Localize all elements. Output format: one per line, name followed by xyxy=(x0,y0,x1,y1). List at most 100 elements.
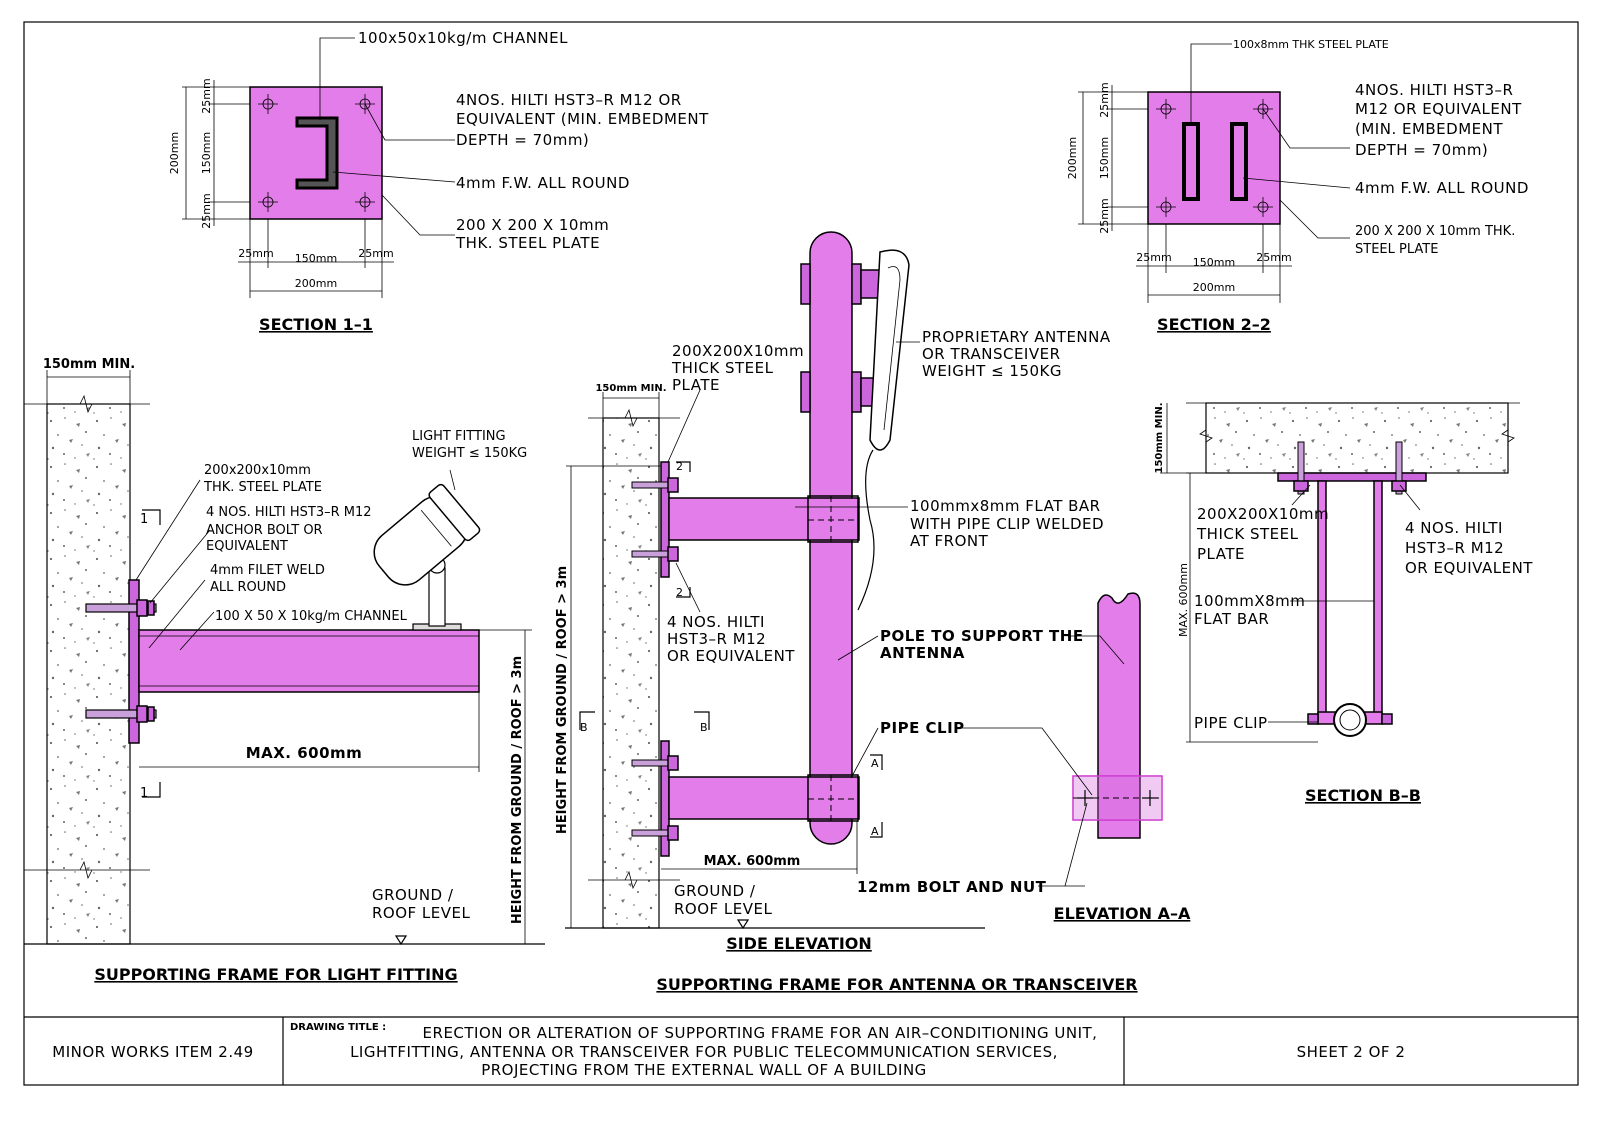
bb-flatbar-line1: 100mmX8mm xyxy=(1194,592,1305,610)
ant-pole-line1: POLE TO SUPPORT THE xyxy=(880,627,1084,645)
s22-plate-line2: STEEL PLATE xyxy=(1355,242,1438,257)
s22-dim-150-v: 150mm xyxy=(1098,137,1111,179)
ant-mark-a-bottom: A xyxy=(871,825,879,838)
s22-dim-150-h: 150mm xyxy=(1193,256,1235,269)
ant-antenna-line2: OR TRANSCEIVER xyxy=(922,345,1061,363)
bb-clip-label: PIPE CLIP xyxy=(1194,714,1268,732)
section-1-1: 200mm 25mm 150mm 25mm 25mm 150mm 25mm 20… xyxy=(168,29,709,334)
base-plate-2 xyxy=(1147,91,1281,225)
bb-plate-line1: 200X200X10mm xyxy=(1197,505,1329,523)
ant-plate-line3: PLATE xyxy=(672,376,720,394)
tb-sheet: SHEET 2 OF 2 xyxy=(1297,1043,1406,1061)
ant-plate-line1: 200X200X10mm xyxy=(672,342,804,360)
lf-channel-label: 100 X 50 X 10kg/m CHANNEL xyxy=(215,609,408,624)
s22-dim-25-right: 25mm xyxy=(1256,251,1291,264)
s22-dim-25-bot: 25mm xyxy=(1098,198,1111,233)
antenna-side-elevation: 150mm MIN. xyxy=(555,231,1138,994)
lf-weld-line1: 4mm FILET WELD xyxy=(210,563,325,578)
light-fitting xyxy=(373,483,481,631)
s22-bolts-line2: M12 OR EQUIVALENT xyxy=(1355,100,1522,118)
lf-plate-line1: 200x200x10mm xyxy=(204,463,311,478)
elevation-a-a: ELEVATION A–A xyxy=(960,592,1191,923)
bb-flatbar-line2: FLAT BAR xyxy=(1194,610,1269,628)
section-2-2-title: SECTION 2–2 xyxy=(1157,315,1271,334)
s22-dim-25-top: 25mm xyxy=(1098,82,1111,117)
bb-bolts-line3: OR EQUIVALENT xyxy=(1405,559,1533,577)
ant-bolt-nut-label: 12mm BOLT AND NUT xyxy=(857,878,1047,896)
ant-mark-b-left: B xyxy=(580,721,588,734)
dim-150-h: 150mm xyxy=(295,252,337,265)
tb-title-line1: ERECTION OR ALTERATION OF SUPPORTING FRA… xyxy=(423,1024,1098,1042)
ant-mark-2-bottom: 2 xyxy=(676,586,683,599)
s22-bolts-line4: DEPTH = 70mm) xyxy=(1355,141,1488,159)
sheet-border xyxy=(23,21,1579,1086)
lf-plate-line2: THK. STEEL PLATE xyxy=(203,480,322,495)
bb-bolts-line1: 4 NOS. HILTI xyxy=(1405,519,1503,537)
s22-dim-200-h: 200mm xyxy=(1193,281,1235,294)
ant-height-label: HEIGHT FROM GROUND / ROOF > 3m xyxy=(555,566,570,834)
ant-arm-upper xyxy=(668,497,860,541)
dim-25-bot: 25mm xyxy=(200,193,213,228)
lf-anchor-line1: 4 NOS. HILTI HST3–R M12 xyxy=(206,505,372,520)
bb-plate xyxy=(1277,472,1427,482)
tb-title-line2: LIGHTFITTING, ANTENNA OR TRANSCEIVER FOR… xyxy=(350,1043,1058,1061)
ant-antenna-line3: WEIGHT ≤ 150KG xyxy=(922,362,1062,380)
section-1-1-title: SECTION 1–1 xyxy=(259,315,373,334)
elevation-a-a-title: ELEVATION A–A xyxy=(1054,904,1191,923)
s22-plate-top-label: 100x8mm THK STEEL PLATE xyxy=(1233,38,1389,51)
ant-bolts-line3: OR EQUIVALENT xyxy=(667,647,795,665)
bb-bolts-line2: HST3–R M12 xyxy=(1405,539,1504,557)
section-2-2: 200mm 25mm 150mm 25mm 25mm 150mm 25mm 20… xyxy=(1066,38,1528,334)
lf-section-mark-top: 1 xyxy=(140,512,148,527)
ant-clip-label: PIPE CLIP xyxy=(880,719,965,737)
anchor-bolts-1 xyxy=(258,94,375,212)
wall-concrete-2 xyxy=(602,417,660,929)
lf-anchor-line2: ANCHOR BOLT OR xyxy=(206,523,323,538)
lf-anchor-bolts xyxy=(85,599,157,723)
dim-25-top: 25mm xyxy=(200,78,213,113)
light-frame-title: SUPPORTING FRAME FOR LIGHT FITTING xyxy=(94,965,457,984)
ant-bolts-line1: 4 NOS. HILTI xyxy=(667,613,765,631)
light-fitting-frame: 150mm MIN. 200x200x10mm T xyxy=(24,357,545,984)
s22-plate-line1: 200 X 200 X 10mm THK. xyxy=(1355,224,1515,239)
ant-mark-a-top: A xyxy=(871,757,879,770)
s22-dim-25-left: 25mm xyxy=(1136,251,1171,264)
channel-section-1 xyxy=(295,116,339,190)
tb-caption: DRAWING TITLE : xyxy=(290,1022,386,1033)
antenna-unit xyxy=(857,249,910,611)
bb-max-label: MAX. 600mm xyxy=(1177,563,1190,637)
s11-weld-label: 4mm F.W. ALL ROUND xyxy=(456,174,630,192)
lf-ground-line1: GROUND / xyxy=(372,886,454,904)
ant-bolts-line2: HST3–R M12 xyxy=(667,630,766,648)
bb-plate-line2: THICK STEEL xyxy=(1196,525,1299,543)
lf-height-label: HEIGHT FROM GROUND / ROOF > 3m xyxy=(510,656,525,924)
lf-ground-line2: ROOF LEVEL xyxy=(372,904,471,922)
bb-slab xyxy=(1205,402,1509,474)
dim-150-v: 150mm xyxy=(200,132,213,174)
ant-flatbar-line1: 100mmx8mm FLAT BAR xyxy=(910,497,1101,515)
wall-concrete-1 xyxy=(46,403,131,945)
bb-plate-line3: PLATE xyxy=(1197,545,1245,563)
section-b-b: 150mm MIN. MAX. 600mm 200X200X10mm THICK… xyxy=(1154,402,1533,805)
side-elevation-title: SIDE ELEVATION xyxy=(726,934,872,953)
lf-section-mark-bottom: 1 xyxy=(140,786,148,801)
aa-pole xyxy=(1097,592,1141,839)
ant-pole-line2: ANTENNA xyxy=(880,644,965,662)
s11-plate-line1: 200 X 200 X 10mm xyxy=(456,216,609,234)
bb-min-label: 150mm MIN. xyxy=(1154,402,1165,473)
tb-title-line3: PROJECTING FROM THE EXTERNAL WALL OF A B… xyxy=(481,1061,927,1079)
dim-25-right: 25mm xyxy=(358,247,393,260)
s11-bolts-line3: DEPTH = 70mm) xyxy=(456,131,589,149)
s11-plate-line2: THK. STEEL PLATE xyxy=(455,234,600,252)
s22-dim-200-v: 200mm xyxy=(1066,137,1079,179)
title-block: MINOR WORKS ITEM 2.49 DRAWING TITLE : ER… xyxy=(52,1022,1405,1079)
dim-25-left: 25mm xyxy=(238,247,273,260)
ant-flatbar-line3: AT FRONT xyxy=(910,532,989,550)
s11-bolts-line2: EQUIVALENT (MIN. EMBEDMENT xyxy=(456,110,709,128)
section-b-b-title: SECTION B–B xyxy=(1305,786,1421,805)
ant-flatbar-line2: WITH PIPE CLIP WELDED xyxy=(910,515,1104,533)
s22-bolts-line1: 4NOS. HILTI HST3–R xyxy=(1355,81,1513,99)
lf-channel xyxy=(138,629,480,693)
ant-max-label: MAX. 600mm xyxy=(704,854,801,869)
lf-anchor-line3: EQUIVALENT xyxy=(206,539,288,554)
